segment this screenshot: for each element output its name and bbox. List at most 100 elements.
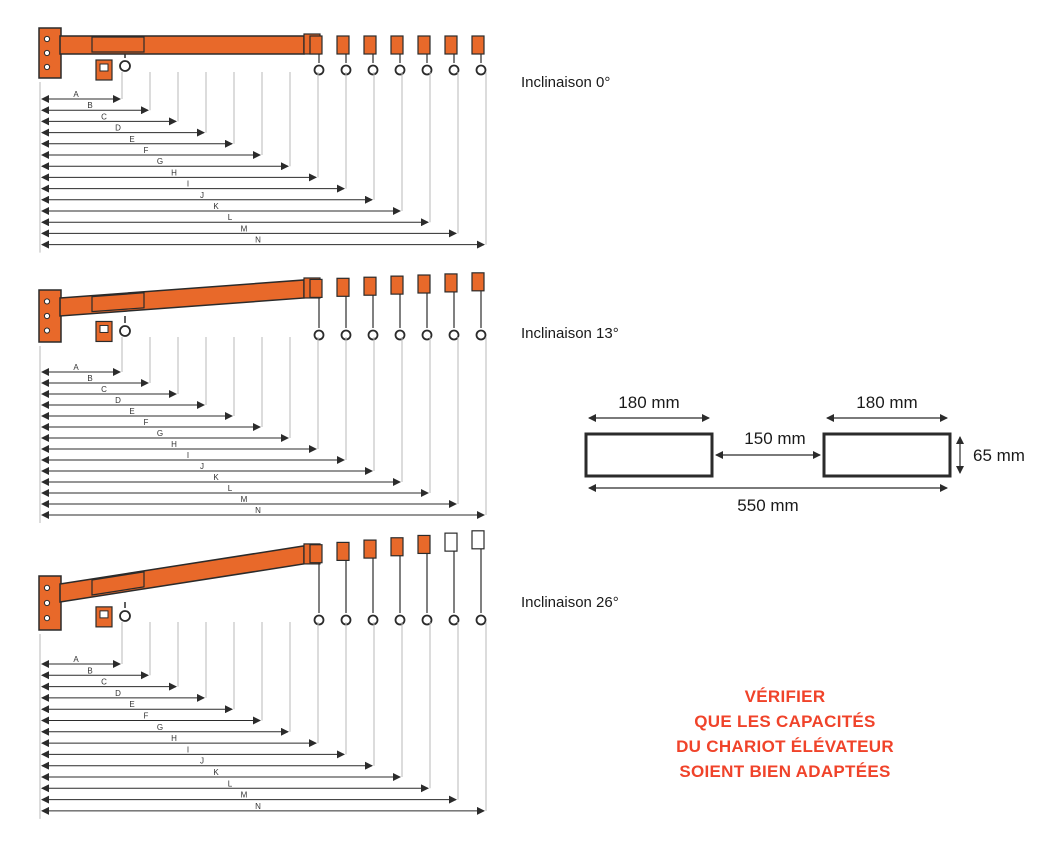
- bolt-hole-icon: [43, 615, 51, 622]
- dimension-letter-n: N: [255, 236, 261, 245]
- warning-line: VÉRIFIER: [744, 687, 826, 706]
- hook-pocket: [336, 541, 350, 561]
- hook-icon: [313, 64, 325, 76]
- hook-icon: [448, 614, 460, 626]
- dimension-letter-d: D: [115, 124, 121, 133]
- dimension-letter-d: D: [115, 396, 121, 405]
- boom-arm: [59, 545, 305, 603]
- capacity-warning: VÉRIFIER QUE LES CAPACITÉS DU CHARIOT ÉL…: [620, 684, 950, 784]
- boom-sleeve: [91, 292, 145, 313]
- dimension-letter-b: B: [87, 666, 92, 675]
- hook-icon: [119, 610, 131, 622]
- dimension-letter-m: M: [241, 495, 248, 504]
- bolt-hole-icon: [43, 584, 51, 591]
- hook-icon: [475, 614, 487, 626]
- hook-icon: [313, 614, 325, 626]
- hook-icon: [367, 329, 379, 341]
- dimension-letter-e: E: [129, 407, 134, 416]
- dimension-letter-a: A: [73, 363, 79, 372]
- pocket-width-left-label: 180 mm: [618, 393, 679, 412]
- dimension-letter-a: A: [73, 90, 79, 99]
- hook-icon: [119, 325, 131, 337]
- hook-pocket: [390, 35, 404, 55]
- dimension-letter-n: N: [255, 802, 261, 811]
- dimension-letter-l: L: [228, 213, 233, 222]
- hook-pocket: [471, 530, 485, 550]
- hook-pocket: [390, 537, 404, 557]
- hook-icon: [394, 614, 406, 626]
- dimension-letter-f: F: [144, 418, 149, 427]
- dimension-letter-k: K: [213, 473, 219, 482]
- dimension-letter-i: I: [187, 180, 189, 189]
- dimension-letter-k: K: [213, 202, 219, 211]
- dimension-letter-k: K: [213, 768, 219, 777]
- hook-icon: [119, 60, 131, 72]
- hook-icon: [448, 64, 460, 76]
- hook-pocket: [417, 35, 431, 55]
- gap-label: 150 mm: [744, 429, 805, 448]
- bolt-hole-icon: [43, 599, 51, 607]
- total-width-label: 550 mm: [737, 496, 798, 515]
- height-label: 65 mm: [973, 446, 1025, 465]
- dimension-letter-h: H: [171, 440, 177, 449]
- dimension-letter-l: L: [228, 484, 233, 493]
- dimension-letter-e: E: [129, 700, 134, 709]
- warning-line: QUE LES CAPACITÉS: [694, 712, 876, 731]
- dimension-letter-g: G: [157, 429, 163, 438]
- dimension-letter-i: I: [187, 745, 189, 754]
- dimension-letter-g: G: [157, 723, 163, 732]
- fork-pocket-left: [584, 432, 714, 478]
- warning-line: DU CHARIOT ÉLÉVATEUR: [676, 737, 894, 756]
- warning-line: SOIENT BIEN ADAPTÉES: [679, 762, 891, 781]
- dimension-letter-e: E: [129, 135, 134, 144]
- dimension-letter-f: F: [144, 712, 149, 721]
- dimension-letter-g: G: [157, 157, 163, 166]
- hook-icon: [367, 614, 379, 626]
- inclinaison-13-label: Inclinaison 13°: [521, 325, 619, 342]
- hook-pocket: [363, 35, 377, 55]
- dimension-letter-j: J: [200, 462, 204, 471]
- dimension-letter-f: F: [144, 146, 149, 155]
- hook-pocket: [309, 278, 323, 299]
- carriage-window: [99, 610, 109, 619]
- hook-pocket: [363, 276, 377, 296]
- dimension-letter-j: J: [200, 757, 204, 766]
- hook-pocket: [471, 272, 485, 292]
- bolt-hole-icon: [43, 49, 51, 57]
- carriage-window: [99, 324, 109, 333]
- dimension-letter-b: B: [87, 374, 92, 383]
- hook-pocket: [417, 534, 431, 555]
- bolt-hole-icon: [43, 63, 51, 71]
- hook-pocket: [417, 274, 431, 294]
- fork-pocket-right: [822, 432, 952, 478]
- dimension-letter-c: C: [101, 678, 107, 687]
- hook-pocket: [444, 532, 458, 552]
- hook-icon: [367, 64, 379, 76]
- inclinaison-0-label: Inclinaison 0°: [521, 74, 610, 91]
- hook-pocket: [471, 35, 485, 55]
- hook-pocket: [390, 275, 404, 295]
- hook-pocket: [309, 35, 323, 55]
- bolt-hole-icon: [43, 312, 51, 320]
- bolt-hole-icon: [43, 327, 51, 334]
- dimension-letter-l: L: [228, 779, 233, 788]
- bolt-hole-icon: [43, 298, 51, 305]
- dimension-letter-n: N: [255, 506, 261, 515]
- dimension-letter-c: C: [101, 385, 107, 394]
- boom-sleeve: [91, 571, 145, 596]
- inclinaison-26-label: Inclinaison 26°: [521, 594, 619, 611]
- dimension-letter-b: B: [87, 101, 92, 110]
- hook-pocket: [363, 539, 377, 559]
- dimension-letter-d: D: [115, 689, 121, 698]
- dimension-letter-c: C: [101, 112, 107, 121]
- hook-pocket: [336, 35, 350, 55]
- dimension-letter-m: M: [241, 224, 248, 233]
- hook-icon: [475, 64, 487, 76]
- hook-icon: [421, 64, 433, 76]
- carriage-window: [99, 63, 109, 72]
- pocket-width-right-label: 180 mm: [856, 393, 917, 412]
- hook-icon: [475, 329, 487, 341]
